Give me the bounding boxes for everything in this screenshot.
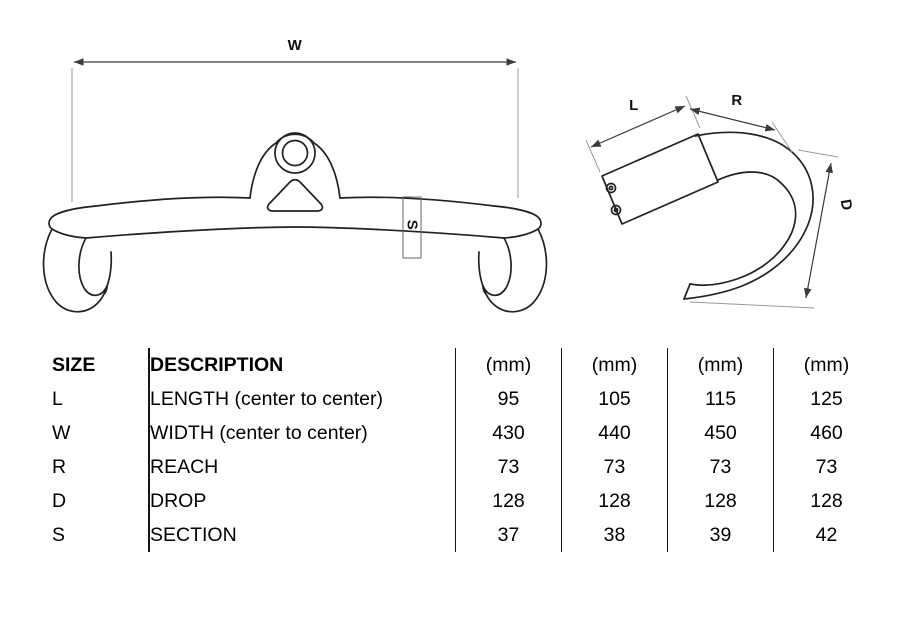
value-cell: 128 — [455, 484, 562, 518]
section-marker: S — [402, 196, 422, 259]
stem-bolt-hole-bottom — [610, 204, 622, 216]
value-cell: 460 — [773, 416, 879, 450]
size-column-header: SIZE — [52, 353, 96, 376]
value-cell: 430 — [455, 416, 562, 450]
stem-bolt-hole-top — [605, 182, 617, 194]
value-cell: 128 — [561, 484, 668, 518]
value-cell: 95 — [455, 382, 562, 416]
size-cell: R — [52, 455, 67, 478]
value-cell: 37 — [455, 518, 562, 552]
wing-top-left — [95, 196, 251, 207]
description-column-header: DESCRIPTION — [148, 348, 456, 382]
unit-column-header: (mm) — [667, 348, 774, 382]
stem-tower-outline — [249, 133, 341, 199]
drop-dimension: D — [689, 149, 856, 309]
value-cell: 73 — [773, 450, 879, 484]
value-cell: 105 — [561, 382, 668, 416]
value-cell: 450 — [667, 416, 774, 450]
value-cell: 73 — [455, 450, 562, 484]
value-cell: 73 — [561, 450, 668, 484]
bar-profile-inner — [689, 171, 797, 287]
section-dim-label: S — [404, 220, 421, 231]
description-cell: SECTION — [148, 518, 456, 552]
stem-bolt-dot-bottom — [613, 207, 619, 213]
unit-column-header: (mm) — [561, 348, 668, 382]
right-end-cap — [493, 205, 542, 239]
right-drop-outer — [477, 228, 548, 313]
reach-extension-right — [771, 121, 793, 153]
size-cell: S — [52, 523, 66, 546]
drop-dim-label: D — [837, 198, 856, 212]
wing-top-right — [339, 196, 495, 207]
left-drop-inner — [78, 237, 108, 297]
triangle-cutout — [266, 178, 324, 212]
section-marker-box — [402, 196, 422, 259]
stem-side-outline — [601, 133, 719, 225]
value-cell: 73 — [667, 450, 774, 484]
steerer-clamp-inner — [281, 139, 309, 167]
value-cell: 440 — [561, 416, 668, 450]
wing-bottom — [85, 226, 505, 239]
bar-end-cap — [683, 283, 691, 300]
technical-drawing: W S L — [42, 37, 856, 313]
left-drop-outer — [42, 228, 113, 313]
unit-column-header: (mm) — [455, 348, 562, 382]
length-dim-label: L — [629, 97, 639, 114]
size-cell: W — [52, 421, 71, 444]
table-row: R REACH 73 73 73 73 — [52, 450, 879, 484]
table-row: S SECTION 37 38 39 42 — [52, 518, 879, 552]
reach-dim-label: R — [731, 92, 742, 109]
value-cell: 128 — [667, 484, 774, 518]
width-dim-label: W — [288, 37, 303, 54]
value-cell: 128 — [773, 484, 879, 518]
table-row: D DROP 128 128 128 128 — [52, 484, 879, 518]
value-cell: 42 — [773, 518, 879, 552]
length-extension-left — [585, 139, 601, 173]
description-cell: DROP — [148, 484, 456, 518]
left-end-cap — [48, 205, 97, 239]
value-cell: 39 — [667, 518, 774, 552]
length-dimension-line — [590, 105, 686, 148]
description-cell: WIDTH (center to center) — [148, 416, 456, 450]
right-drop-tip — [482, 285, 487, 295]
side-view-drawing — [601, 131, 814, 300]
length-dimension: L — [585, 95, 701, 173]
length-extension-right — [685, 95, 701, 129]
drop-dimension-line — [804, 162, 833, 299]
description-cell: LENGTH (center to center) — [148, 382, 456, 416]
value-cell: 38 — [561, 518, 668, 552]
unit-column-header: (mm) — [773, 348, 879, 382]
reach-dimension: R — [689, 92, 793, 153]
table-row: L LENGTH (center to center) 95 105 115 1… — [52, 382, 879, 416]
value-cell: 125 — [773, 382, 879, 416]
front-view-drawing — [42, 132, 548, 313]
size-spec-table: SIZE DESCRIPTION (mm) (mm) (mm) (mm) L L… — [52, 348, 879, 552]
left-drop-tip — [103, 285, 108, 295]
right-drop-inner — [482, 237, 512, 297]
steerer-clamp-outer — [274, 132, 316, 174]
stem-bolt-dot-top — [608, 185, 614, 191]
drop-extension-top — [797, 149, 839, 158]
size-cell: D — [52, 489, 67, 512]
width-dimension: W — [71, 37, 519, 202]
description-cell: REACH — [148, 450, 456, 484]
table-row: W WIDTH (center to center) 430 440 450 4… — [52, 416, 879, 450]
value-cell: 115 — [667, 382, 774, 416]
size-cell: L — [52, 387, 63, 410]
table-header-row: SIZE DESCRIPTION (mm) (mm) (mm) (mm) — [52, 348, 879, 382]
drop-extension-bottom — [689, 301, 815, 309]
reach-dimension-line — [689, 107, 776, 132]
